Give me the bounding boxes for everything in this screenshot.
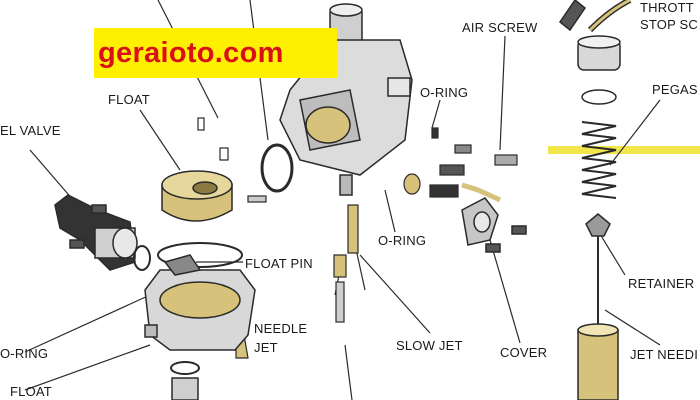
label-fuel-valve: EL VALVE (0, 123, 61, 138)
label-retainer: RETAINER (628, 276, 695, 291)
label-jet-needle: JET NEEDI (630, 347, 699, 362)
label-slow-jet: SLOW JET (396, 338, 463, 353)
float-part (161, 170, 233, 222)
label-needle-jet-line1: NEEDLE (254, 321, 308, 336)
retainer-part (585, 213, 611, 325)
throttle-stop-screw (558, 0, 632, 105)
watermark-text: geraioto.com (98, 37, 284, 69)
label-pegas: PEGAS (652, 82, 698, 97)
throttle-valve (577, 323, 619, 400)
jet-column (235, 204, 359, 359)
label-float-pin: FLOAT PIN (245, 256, 313, 271)
label-o-ring-mid: O-RING (378, 233, 427, 248)
label-throttle-stop-line2: STOP SC (640, 17, 698, 32)
small-parts (197, 117, 518, 203)
cover-part (461, 197, 527, 253)
label-air-screw: AIR SCREW (462, 20, 538, 35)
label-cover: COVER (500, 345, 548, 360)
float-bowl (144, 242, 256, 400)
fuel-valve-part (54, 194, 151, 271)
label-o-ring-bottom: O-RING (0, 346, 49, 361)
label-o-ring-top: O-RING (420, 85, 469, 100)
label-float-bottom: FLOAT (10, 384, 52, 399)
label-float-top: FLOAT (108, 92, 150, 107)
highlight-bar (548, 146, 700, 154)
label-throttle-stop-line1: THROTT (640, 0, 694, 15)
spring (581, 121, 617, 199)
label-needle-jet-line2: JET (254, 340, 278, 355)
watermark-banner: geraioto.com (94, 28, 337, 78)
